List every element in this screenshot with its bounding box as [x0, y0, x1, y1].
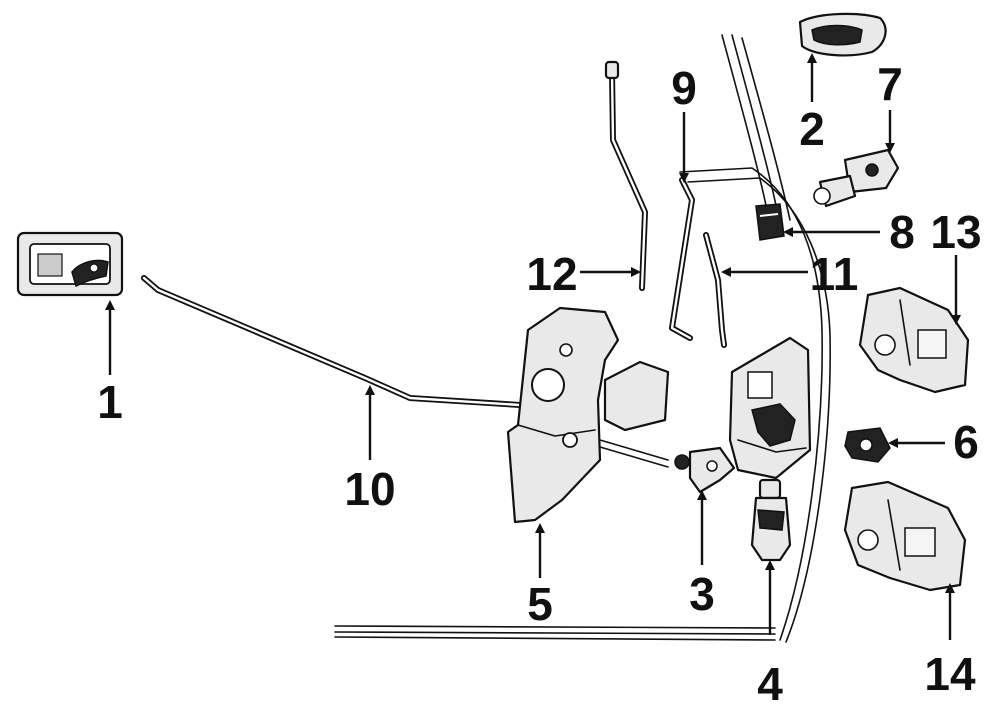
- callout-1: 1: [97, 376, 123, 428]
- callout-2: 2: [799, 103, 825, 155]
- inside-handle: [16, 231, 124, 297]
- leader-lines: [105, 53, 961, 640]
- remote-control-assembly: [506, 306, 670, 524]
- callout-3: 3: [689, 568, 715, 620]
- lock-actuator: [750, 478, 792, 562]
- door-frame: [334, 34, 831, 643]
- callout-labels: 1 2 3 4 5 6 7 8 9 10 11 12 13 14: [97, 58, 981, 710]
- callout-5: 5: [527, 578, 553, 630]
- callout-6: 6: [953, 416, 979, 468]
- door-check: [844, 427, 891, 463]
- lower-hinge: [843, 480, 967, 592]
- linkage-rod: [141, 275, 523, 408]
- callout-11: 11: [810, 248, 859, 300]
- outside-handle: [798, 12, 887, 57]
- upper-hinge: [858, 286, 970, 394]
- retainer-clip: [755, 203, 785, 241]
- callout-7: 7: [877, 58, 903, 110]
- small-rod: [703, 232, 727, 348]
- callout-4: 4: [757, 658, 783, 710]
- lock-cylinder: [813, 148, 900, 208]
- callout-8: 8: [889, 206, 915, 258]
- door-latch: [728, 336, 812, 480]
- callout-10: 10: [344, 463, 395, 515]
- callout-9: 9: [671, 62, 697, 114]
- lock-rod: [604, 60, 648, 291]
- lock-lever: [674, 446, 736, 494]
- upper-rod: [669, 177, 695, 341]
- callout-12: 12: [526, 248, 577, 300]
- callout-14: 14: [924, 648, 976, 700]
- callout-13: 13: [930, 206, 981, 258]
